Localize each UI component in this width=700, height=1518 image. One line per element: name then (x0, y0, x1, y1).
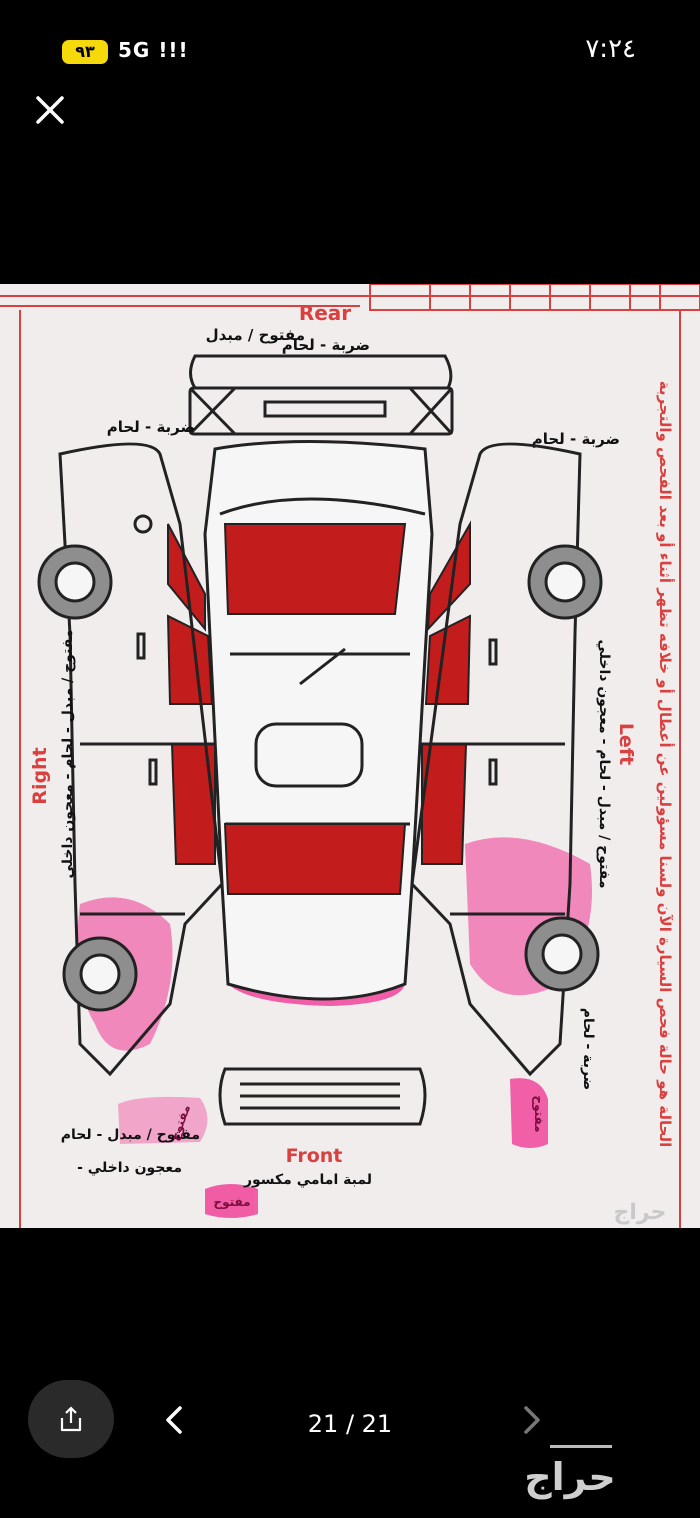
pink-open-1: مفتوح (531, 1095, 546, 1132)
pink-open-2: مفتوح (213, 1195, 250, 1210)
car-inspection-diagram: Rear ضربة - لحام مفتوح / مبدل ضربة - لحا… (0, 284, 700, 1228)
right-side-text: مفتوح / مبدل - لحام - معجون داخلي (60, 630, 76, 879)
rear-bumper (188, 354, 454, 436)
status-bar: ٩٣ 5G !!! ٧:٢٤ (0, 0, 700, 100)
close-icon (36, 96, 64, 124)
network-type: 5G (118, 38, 151, 62)
next-image-button[interactable] (516, 1400, 546, 1440)
hit-weld-left-label: ضربة - لحام (107, 418, 195, 436)
front-lamp-label: لمبة امامي مكسور (243, 1172, 372, 1188)
image-counter: 21 / 21 (307, 1410, 393, 1438)
hit-weld-bottom-label: ضربة - لحام (580, 1008, 596, 1090)
network-indicator: 5G !!! (118, 38, 189, 62)
red-marked-panels (166, 520, 472, 895)
disclaimer-text: الحالة هو حالة فحص السيارة الآن ولسنا مس… (656, 381, 675, 1148)
car-right-side (58, 442, 224, 1077)
watermark-text: حراج (524, 1455, 615, 1499)
rear-hit-weld-label: ضربة - لحام (282, 336, 370, 354)
right-label: Right (29, 747, 51, 804)
previous-image-button[interactable] (160, 1400, 190, 1440)
clock: ٧:٢٤ (585, 34, 636, 64)
share-button[interactable] (28, 1380, 114, 1458)
rear-label: Rear (299, 301, 351, 325)
photo-watermark: حراج (614, 1200, 667, 1225)
hit-weld-right-label: ضربة - لحام (532, 430, 620, 448)
inspection-photo: Rear ضربة - لحام مفتوح / مبدل ضربة - لحا… (0, 284, 700, 1228)
left-side-text: مفتوح / مبدل - لحام - معجون داخلي (596, 640, 612, 889)
left-label: Left (615, 723, 637, 765)
close-button[interactable] (30, 90, 70, 130)
bottom-toolbar: 21 / 21 (0, 1380, 700, 1480)
share-icon (60, 1406, 82, 1432)
front-label: Front (286, 1145, 343, 1167)
front-bumper (218, 647, 427, 1126)
rear-open-replaced-label: مفتوح / مبدل (206, 326, 305, 344)
haraj-watermark: حراج (524, 1455, 615, 1499)
front-open-weld-label: مفتوح / مبدل - لحام (61, 1127, 200, 1143)
right-wheels (37, 544, 138, 1012)
signal-icon: !!! (158, 38, 189, 62)
watermark-line (550, 1445, 612, 1448)
chevron-right-icon (524, 1406, 540, 1434)
left-wheels (524, 544, 603, 992)
front-putty-label: - معجون داخلي (77, 1160, 182, 1176)
chevron-left-icon (166, 1406, 182, 1434)
battery-indicator: ٩٣ (62, 40, 108, 64)
car-left-side (410, 442, 582, 1077)
